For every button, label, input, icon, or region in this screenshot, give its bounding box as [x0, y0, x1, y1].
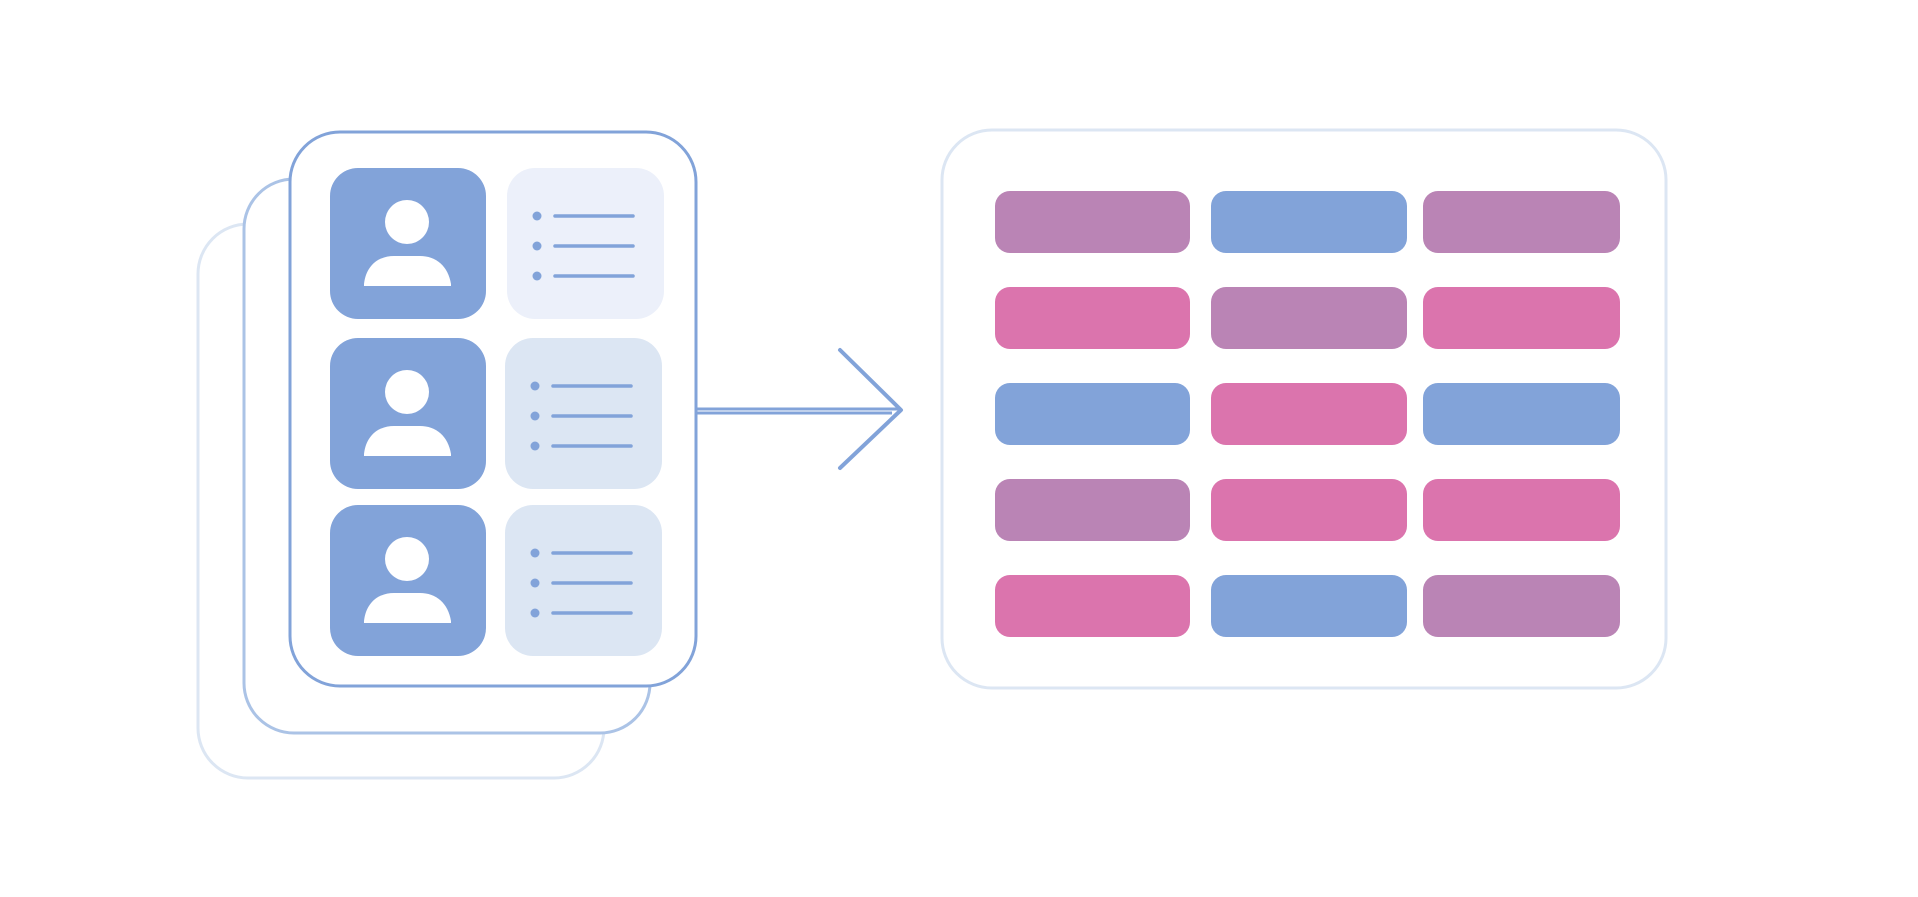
transform-arrow-icon: [696, 348, 903, 470]
user-body-icon: [364, 426, 451, 456]
user-avatar-icon: [385, 370, 429, 414]
grid-cell: [1211, 575, 1407, 637]
bullet-icon: [532, 271, 542, 281]
grid-cell: [995, 383, 1190, 445]
details-tile: [507, 168, 664, 319]
bullet-icon: [530, 548, 540, 558]
user-body-icon: [364, 593, 451, 623]
user-avatar-icon: [385, 200, 429, 244]
document-stack: [196, 130, 698, 780]
grid-cell: [1211, 479, 1407, 541]
arrow-head: [838, 348, 903, 470]
details-tile: [505, 505, 662, 656]
bullet-icon: [530, 441, 540, 451]
grid-cell: [1423, 575, 1620, 637]
record-row: [330, 338, 662, 489]
bullet-icon: [530, 578, 540, 588]
grid-cell: [1211, 191, 1407, 253]
record-row: [330, 168, 664, 319]
user-body-icon: [364, 256, 451, 286]
grid-cell: [1423, 191, 1620, 253]
grid-cell: [1423, 479, 1620, 541]
structured-grid: [940, 128, 1668, 690]
bullet-icon: [532, 241, 542, 251]
grid-cell: [1211, 287, 1407, 349]
grid-cell: [1211, 383, 1407, 445]
bullet-icon: [532, 211, 542, 221]
grid-cell: [1423, 383, 1620, 445]
bullet-icon: [530, 381, 540, 391]
grid-cell: [995, 191, 1190, 253]
grid-cell: [995, 479, 1190, 541]
details-tile: [505, 338, 662, 489]
grid-cell: [995, 287, 1190, 349]
grid-cell: [995, 575, 1190, 637]
user-avatar-icon: [385, 537, 429, 581]
record-row: [330, 505, 662, 656]
bullet-icon: [530, 608, 540, 618]
grid-cell: [1423, 287, 1620, 349]
bullet-icon: [530, 411, 540, 421]
